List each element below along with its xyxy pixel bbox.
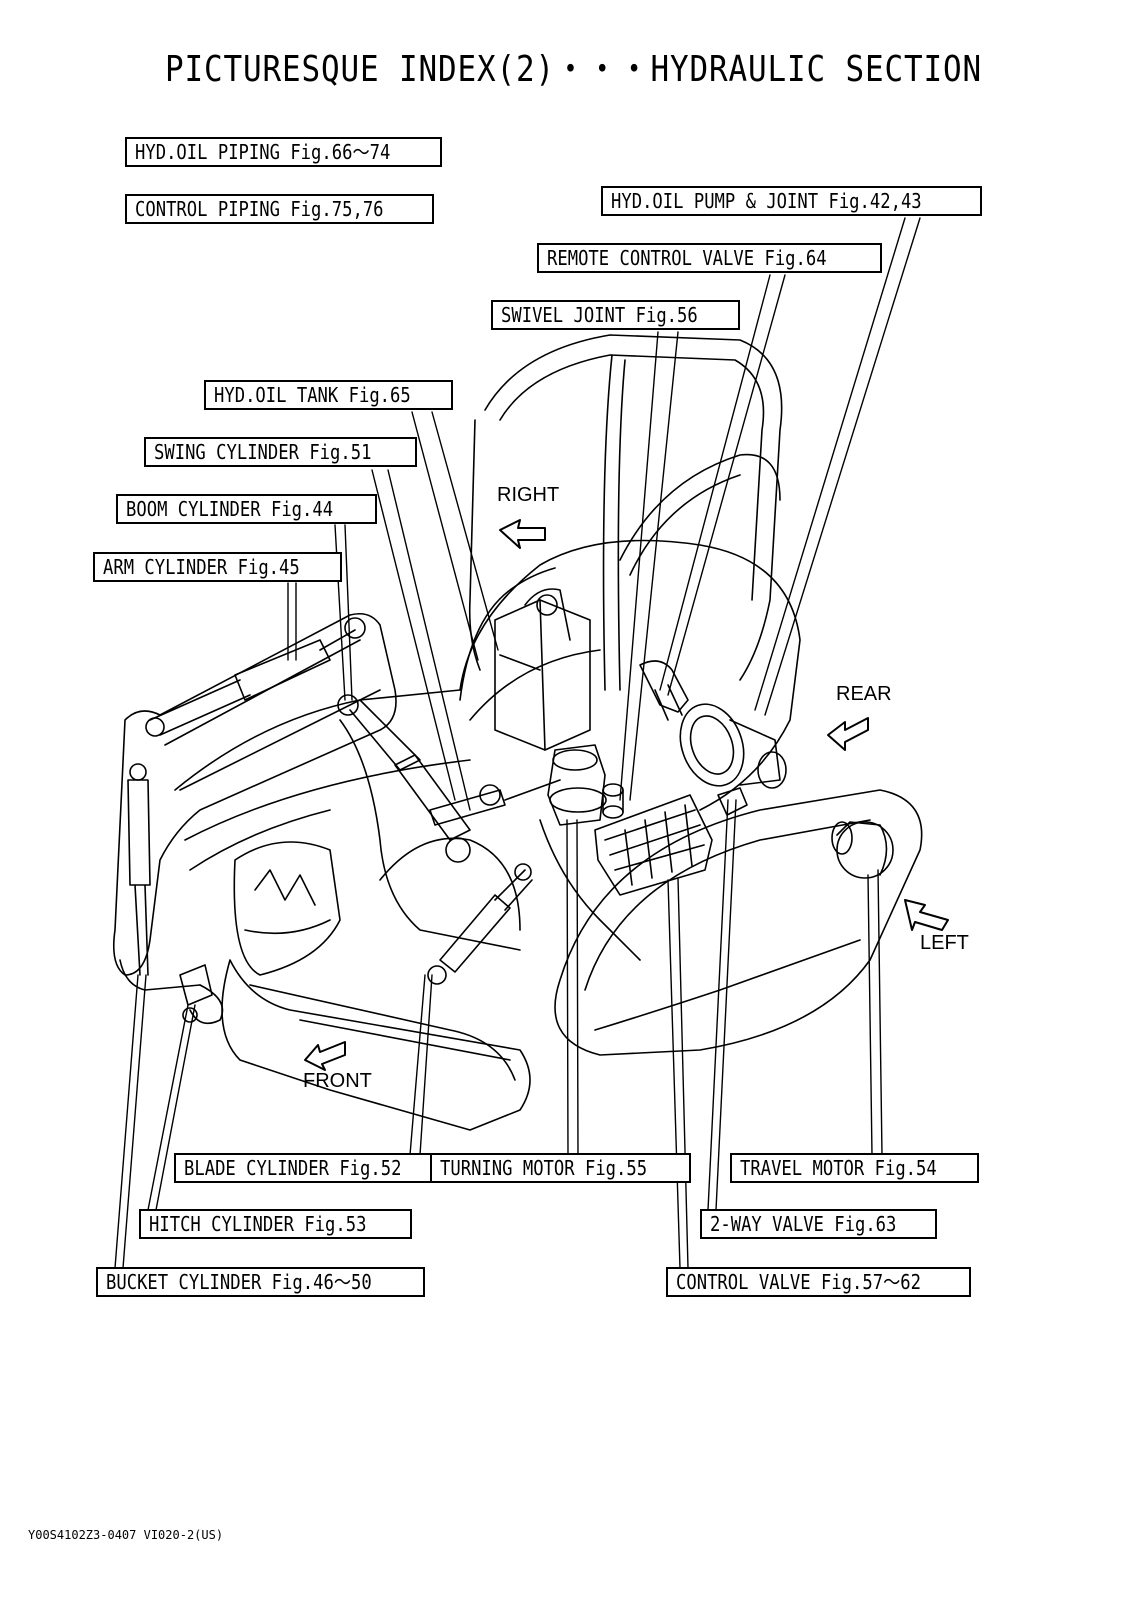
direction-front: FRONT: [303, 1070, 372, 1092]
remote-control-valve-drawing: [639, 660, 689, 721]
hyd-oil-tank-label[interactable]: HYD.OIL TANK Fig.65: [204, 380, 453, 410]
page-title: PICTURESQUE INDEX(2)・・・HYDRAULIC SECTION: [165, 49, 982, 90]
travel-motor-drawing: [831, 821, 894, 879]
control-valve-label[interactable]: CONTROL VALVE Fig.57～62: [666, 1267, 971, 1297]
blade-cylinder-drawing: [427, 863, 533, 985]
document-code: Y00S4102Z3-0407 VI020-2(US): [28, 1528, 224, 1542]
blade-cylinder-label[interactable]: BLADE CYLINDER Fig.52: [174, 1153, 447, 1183]
turning-motor-drawing: [547, 744, 607, 826]
direction-arrows: [304, 519, 949, 1071]
boom-arm: [112, 612, 397, 1025]
turning-motor-label[interactable]: TURNING MOTOR Fig.55: [430, 1153, 691, 1183]
hyd-oil-pump-drawing: [679, 703, 787, 789]
hyd-oil-tank-drawing: [459, 567, 591, 751]
two-way-valve-drawing: [717, 787, 748, 816]
two-way-valve-label[interactable]: 2-WAY VALVE Fig.63: [700, 1209, 937, 1239]
direction-right: RIGHT: [497, 484, 560, 506]
boom-cylinder-label[interactable]: BOOM CYLINDER Fig.44: [116, 494, 377, 524]
hyd-oil-piping-label[interactable]: HYD.OIL PIPING Fig.66～74: [125, 137, 442, 167]
control-valve-drawing: [594, 794, 713, 896]
upper-frame: [174, 539, 801, 961]
bucket-cylinder-drawing: [127, 763, 151, 976]
arm-cylinder-label[interactable]: ARM CYLINDER Fig.45: [93, 552, 342, 582]
hitch-cylinder-drawing: [179, 964, 213, 1023]
control-piping-label[interactable]: CONTROL PIPING Fig.75,76: [125, 194, 434, 224]
blade: [221, 959, 531, 1131]
crawler-track: [554, 789, 923, 1056]
hitch-cylinder-label[interactable]: HITCH CYLINDER Fig.53: [139, 1209, 412, 1239]
leader-lines: [114, 217, 921, 1269]
travel-motor-label[interactable]: TRAVEL MOTOR Fig.54: [730, 1153, 979, 1183]
direction-left: LEFT: [920, 932, 969, 954]
swivel-joint-label[interactable]: SWIVEL JOINT Fig.56: [491, 300, 740, 330]
swing-cylinder-label[interactable]: SWING CYLINDER Fig.51: [144, 437, 417, 467]
hyd-oil-pump-label[interactable]: HYD.OIL PUMP & JOINT Fig.42,43: [601, 186, 983, 216]
arm-cylinder-drawing: [145, 617, 366, 737]
remote-control-valve-label[interactable]: REMOTE CONTROL VALVE Fig.64: [537, 243, 883, 273]
canopy: [468, 334, 783, 691]
bucket-cylinder-label[interactable]: BUCKET CYLINDER Fig.46～50: [96, 1267, 425, 1297]
bucket: [233, 841, 341, 976]
swing-cylinder-drawing: [429, 779, 561, 826]
swivel-joint-drawing: [602, 783, 624, 819]
direction-rear: REAR: [836, 683, 892, 705]
